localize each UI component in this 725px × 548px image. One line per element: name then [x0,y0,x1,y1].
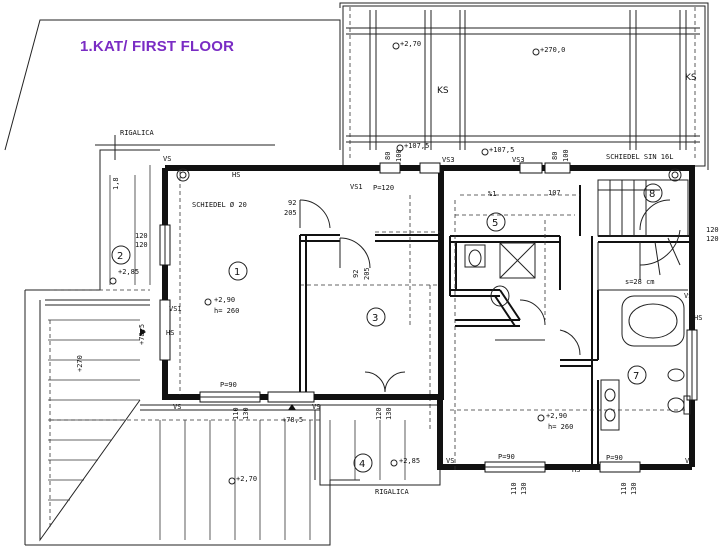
ks-left-label: KS [437,86,449,96]
bathroom-fixtures [176,168,691,431]
room-2-label: 2 [117,251,123,262]
dim-120-right: 120 [706,226,719,234]
hs-right-label: HS [694,314,702,322]
rigalica-bottom-label: RIGALICA [375,488,410,496]
room-7-label: 7 [633,371,639,382]
p90-bottom2-label: P=90 [606,454,623,462]
dim-1-8: 1,8 [112,177,120,190]
elev-107-a: +107,5 [404,142,429,150]
p90-bottom-label: P=90 [498,453,515,461]
vs1-left-label: VS1 [169,305,182,313]
p90-left-label: P=90 [220,381,237,389]
elevation-markers [109,42,545,485]
vs1-top-label: VS1 [350,183,363,191]
hs-top-label: HS [232,171,240,179]
elev-left-terrace: +2,85 [118,268,139,276]
schiedel-left-label: SCHIEDEL Ø 20 [192,201,247,209]
hs-bottom-label: HS [572,466,580,474]
vs-bottom-right-a-label: VS [446,457,454,465]
height-room7: h= 260 [548,423,573,431]
dim-130-c: 130 [520,482,528,495]
elev-bottom-terrace: +2,70 [236,475,257,483]
height-room1: h= 260 [214,307,239,315]
dim-120-left: 120 [135,232,148,240]
vs3a-label: VS3 [442,156,455,164]
room-3-label: 3 [372,313,378,324]
roof-outlines [4,2,709,546]
rigalica-top-label: RIGALICA [120,129,155,137]
dim-80-a: 80 [384,152,392,160]
windows [159,162,698,473]
room-5-label: 5 [492,218,498,229]
elev-room1: +2,90 [214,296,235,304]
vs3b-label: VS3 [512,156,525,164]
elev-top-left: +2,70 [400,40,421,48]
dim-100-a: 100 [395,149,403,162]
room-8-label: 8 [649,189,655,200]
vs-right-label: VS [684,292,692,300]
dim-130-a: 130 [242,407,250,420]
terrace-hatch [48,165,406,540]
vs-bottom-left-label: VS [173,403,181,411]
vs-bottom-mid-label: VS [312,403,320,411]
elev-78-left: +78,5 [138,324,146,345]
dimension-lines [179,170,685,470]
ks-right-label: KS [685,73,697,83]
staircase [597,179,689,291]
hs-left-label: HS [166,329,174,337]
dim-92-a: 92 [288,199,296,207]
dim-120-right2: 120 [706,235,719,243]
room-1-label: 1 [234,267,240,278]
dim-110-d: 110 [620,482,628,495]
dim-120-left2: 120 [135,241,148,249]
schiedel-right-label: SCHIEDEL SIN 16L [606,153,673,161]
dim-205-a: 205 [284,209,297,217]
elev-room4: +2,85 [399,457,420,465]
dim-100-b: 100 [562,149,570,162]
doors [299,199,581,393]
dim-80-b: 80 [551,152,559,160]
dim-pct: %1 [488,190,496,198]
dim-205-b: 205 [363,267,371,280]
elev-107-b: +107,5 [489,146,514,154]
elev-270-left: +270 [76,355,84,372]
dim-92-b: 92 [352,270,360,278]
dim-130-d: 130 [630,482,638,495]
elev-78-bottom: +78,5 [282,416,303,424]
vs-top-left-label: VS [163,155,171,163]
dim-107: 107 [548,189,561,197]
dim-110-c: 110 [510,482,518,495]
dim-110-a: 110 [232,407,240,420]
exterior-walls [162,165,695,470]
p120-label: P=120 [373,184,394,192]
dim-130-b: 130 [385,407,393,420]
dim-120-b: 120 [375,407,383,420]
elev-top-right: +270,0 [540,46,565,54]
stair-step-label: s=28 cm [625,278,655,286]
elev-room7: +2,90 [546,412,567,420]
room-4-label: 4 [359,459,365,470]
vs-bottom-right-b-label: VS [685,457,693,465]
plan-title: 1.KAT/ FIRST FLOOR [80,38,235,55]
interior-walls [299,185,690,467]
room-markers [111,183,663,473]
